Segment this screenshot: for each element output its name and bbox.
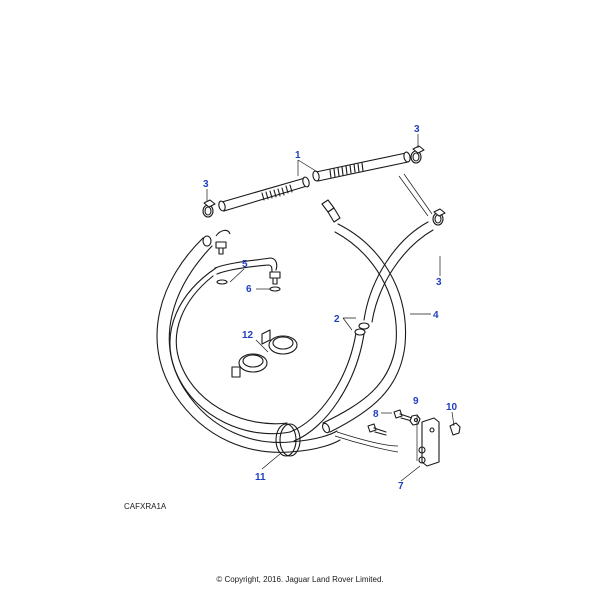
leader-lines [206,134,455,482]
callout-7: 7 [398,481,404,492]
callout-2: 2 [334,314,340,325]
hose-loop-large [156,237,341,453]
hose-right-inner [289,221,434,442]
callout-3-top-right: 3 [414,124,420,135]
copyright-notice: © Copyright, 2016. Jaguar Land Rover Lim… [216,575,384,584]
bolt-lower [367,423,387,436]
callout-10: 10 [446,402,458,413]
hose-straight-right [312,151,411,182]
hose-right-outer [322,223,407,434]
hose-clip-right [432,208,446,226]
callout-6: 6 [246,284,252,295]
callout-12: 12 [242,330,254,341]
callout-4: 4 [433,310,439,321]
callout-3-left: 3 [203,179,209,190]
callout-1: 1 [295,150,301,161]
callout-9: 9 [413,396,419,407]
callout-labels: 1 2 3 3 3 4 5 6 7 8 9 10 11 12 [203,124,458,492]
nut [409,414,421,426]
callout-3-right: 3 [436,277,442,288]
callout-5: 5 [242,259,248,270]
hose-end-fitting [321,199,341,223]
clamp-bracket [231,329,298,378]
hose-clip-left [202,199,216,218]
mounting-bracket [418,417,440,467]
hose-clip-top-right [410,145,425,164]
diagram-reference-code: CAFXRA1A [124,502,167,511]
hose-ring-clamp [275,423,301,457]
clip-fastener [449,422,461,436]
bolt-upper [393,409,413,422]
hose-straight-left [218,176,310,212]
callout-8: 8 [373,409,379,420]
callout-11: 11 [255,472,266,483]
